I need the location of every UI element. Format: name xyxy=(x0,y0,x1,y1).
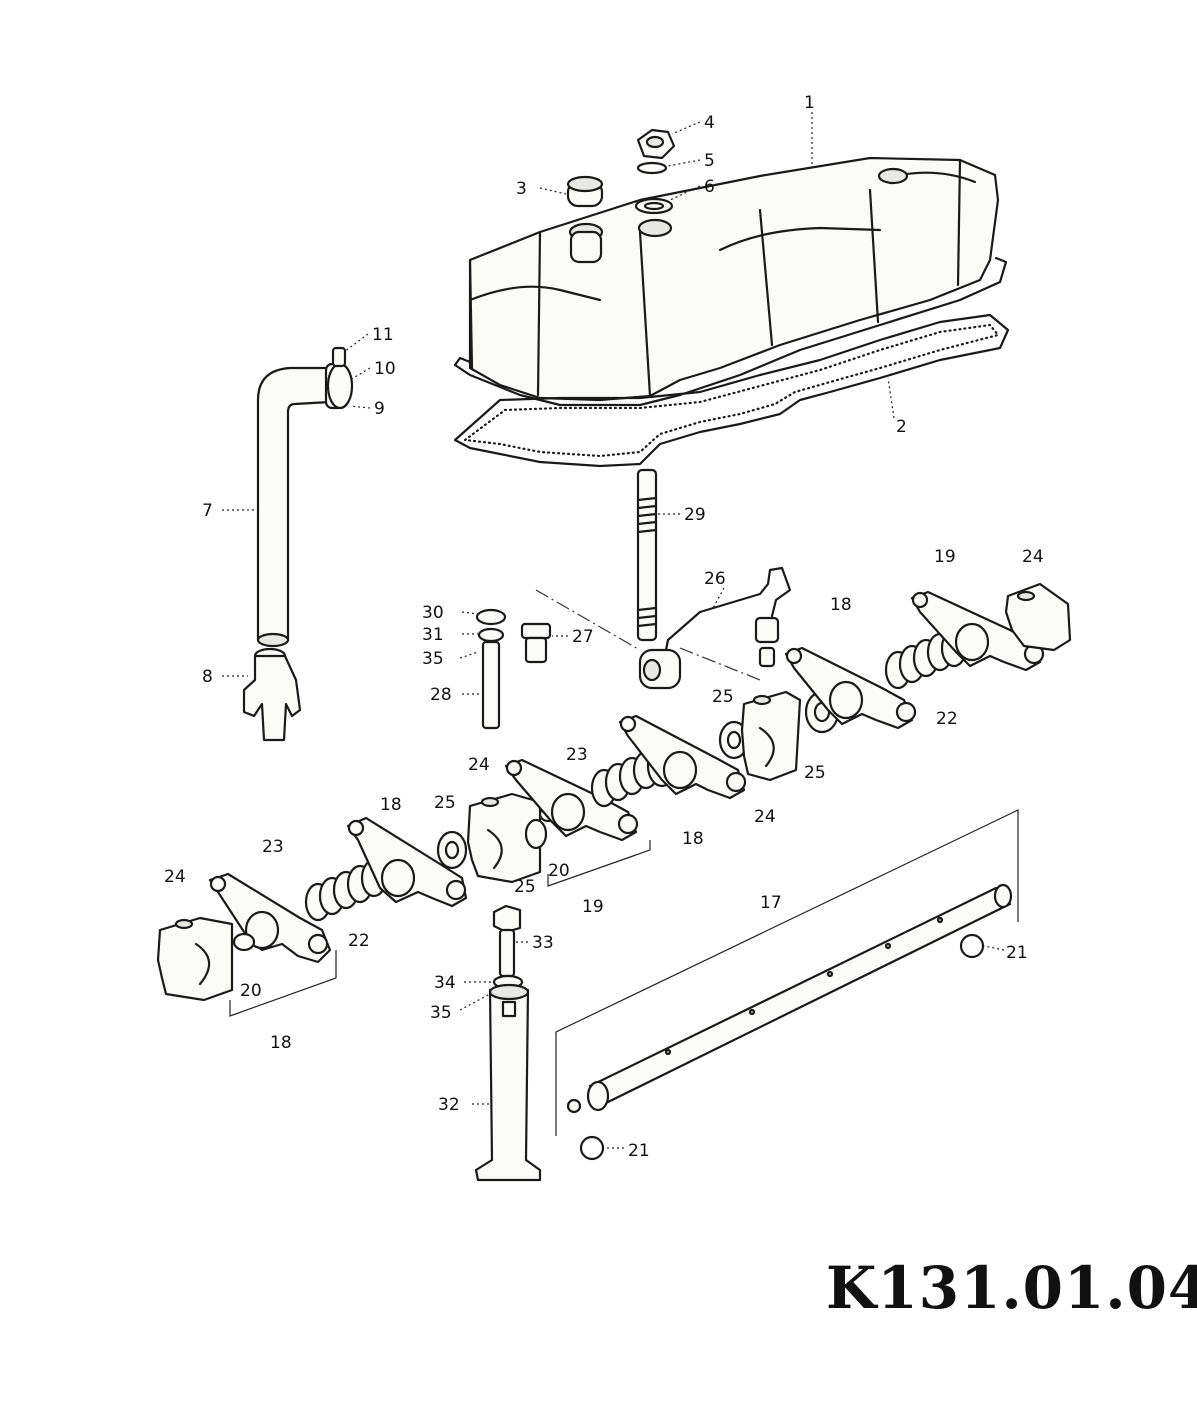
rocker-arm-18c xyxy=(784,646,917,730)
callout-18-b: 18 xyxy=(380,795,402,815)
callout-18-d: 18 xyxy=(830,595,852,615)
callout-25-a: 25 xyxy=(434,793,456,813)
callout-21-b: 21 xyxy=(628,1141,650,1161)
callout-26: 26 xyxy=(704,569,726,589)
callout-labels: 1 2 3 4 5 6 7 8 9 10 11 17 18 18 18 18 1… xyxy=(164,93,1044,1161)
callout-3: 3 xyxy=(516,179,527,199)
rocker-arm-19b xyxy=(910,590,1045,672)
callout-35-a: 35 xyxy=(422,649,444,669)
valve-cover xyxy=(453,156,1008,407)
breather-hose xyxy=(256,366,332,648)
callout-9: 9 xyxy=(374,399,385,419)
circlip-21b xyxy=(579,1135,605,1161)
callout-25-b: 25 xyxy=(514,877,536,897)
callout-22-a: 22 xyxy=(348,931,370,951)
assembly-axis-lines xyxy=(229,589,1019,1136)
callout-5: 5 xyxy=(704,151,715,171)
callout-33: 33 xyxy=(532,933,554,953)
spacer-25b xyxy=(524,818,548,850)
callout-20-b: 20 xyxy=(548,861,570,881)
callout-24-b: 24 xyxy=(468,755,490,775)
callout-6: 6 xyxy=(704,177,715,197)
rocker-bracket-24a xyxy=(156,916,234,1002)
callout-11: 11 xyxy=(372,325,394,345)
cover-gasket xyxy=(453,313,1010,468)
filler-cap xyxy=(566,175,604,208)
spacer-25a xyxy=(436,830,468,870)
figure-code: K131.01.04 xyxy=(826,1254,1197,1322)
support-pillar-32 xyxy=(474,983,542,1182)
rocker-shaft xyxy=(566,883,1013,1114)
circlip-21a xyxy=(959,933,985,959)
callout-24-d: 24 xyxy=(1022,547,1044,567)
clamp-screw xyxy=(331,346,347,368)
callout-1: 1 xyxy=(804,93,815,113)
callout-34: 34 xyxy=(434,973,456,993)
callout-18-c: 18 xyxy=(682,829,704,849)
spacer-20a xyxy=(232,932,256,952)
rocker-bracket-24b xyxy=(466,792,542,884)
callout-32: 32 xyxy=(438,1095,460,1115)
callout-21-a: 21 xyxy=(1006,943,1028,963)
callout-18-a: 18 xyxy=(270,1033,292,1053)
callout-24-a: 24 xyxy=(164,867,186,887)
callout-25-d: 25 xyxy=(804,763,826,783)
callout-23-b: 23 xyxy=(566,745,588,765)
callout-28: 28 xyxy=(430,685,452,705)
hose-clamp xyxy=(324,362,354,410)
callout-30: 30 xyxy=(422,603,444,623)
rocker-bracket-24d xyxy=(1004,582,1072,652)
callout-2: 2 xyxy=(896,417,907,437)
stud-29 xyxy=(636,468,658,642)
callout-24-c: 24 xyxy=(754,807,776,827)
sealing-washer-6 xyxy=(634,197,674,215)
callout-7: 7 xyxy=(202,501,213,521)
rocker-arm-18a xyxy=(346,816,468,908)
bolt-28 xyxy=(475,608,507,730)
callout-8: 8 xyxy=(202,667,213,687)
callout-29: 29 xyxy=(684,505,706,525)
callout-23-a: 23 xyxy=(262,837,284,857)
union-27 xyxy=(520,622,552,664)
rocker-arm-18b xyxy=(618,714,747,800)
callout-25-c: 25 xyxy=(712,687,734,707)
callout-27: 27 xyxy=(572,627,594,647)
callout-10: 10 xyxy=(374,359,396,379)
callout-19-a: 19 xyxy=(582,897,604,917)
hose-connector xyxy=(242,647,302,742)
callout-31: 31 xyxy=(422,625,444,645)
rocker-bracket-24c xyxy=(740,690,802,782)
leader-lines xyxy=(222,112,1005,1149)
cap-nut xyxy=(636,128,676,160)
callout-20-a: 20 xyxy=(240,981,262,1001)
washer-5 xyxy=(636,161,668,175)
callout-22-b: 22 xyxy=(936,709,958,729)
callout-35-b: 35 xyxy=(430,1003,452,1023)
callout-17: 17 xyxy=(760,893,782,913)
bolt-33 xyxy=(492,904,522,978)
oil-pipe-26 xyxy=(638,566,792,690)
callout-19-b: 19 xyxy=(934,547,956,567)
rocker-arm-19a xyxy=(504,758,639,842)
callout-4: 4 xyxy=(704,113,715,133)
